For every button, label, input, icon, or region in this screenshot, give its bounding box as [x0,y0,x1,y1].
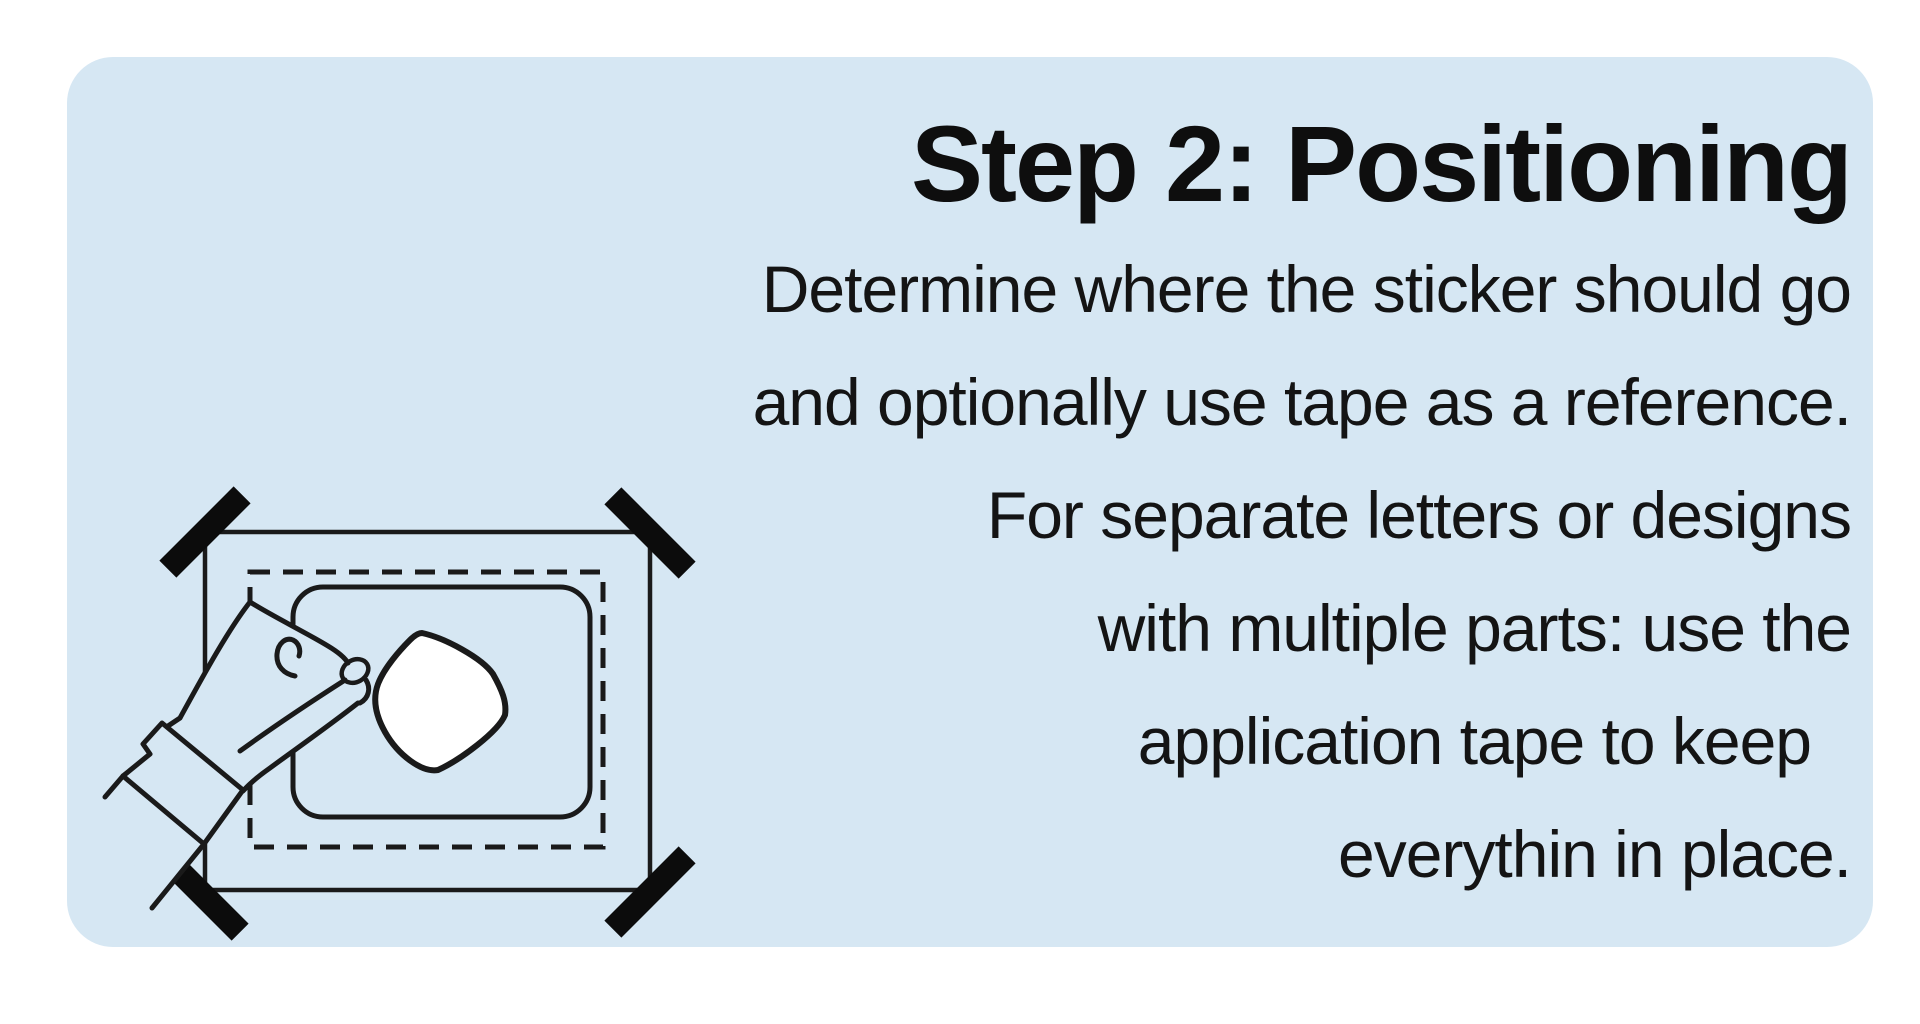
forearm-upper-line [102,773,126,800]
curled-finger-line [274,636,303,679]
thumbnail-ellipse [339,656,371,686]
hand-bottom-line [240,700,361,794]
tape-strip-top-left-icon [159,486,251,578]
tape-strip-top-right-icon [604,487,696,579]
thumb-tip-line [357,677,372,706]
body-line-5: application tape to keep [1137,704,1812,778]
body-line-4: with multiple parts: use the [1097,591,1852,665]
sticker-positioning-illustration [102,486,696,941]
hand-silhouette [162,602,370,792]
dashed-placement-guide [247,569,606,850]
thumb-upper-line [237,677,348,754]
hand-back-outline [159,599,253,733]
step-body-text: Determine where the sticker should go an… [752,233,1852,911]
hand-icon [102,599,372,911]
sticker-design-blob [372,630,509,774]
step-title: Step 2: Positioning [910,103,1853,224]
forearm-lower-line [149,841,207,911]
forearm-fill [106,776,204,908]
body-line-3: For separate letters or designs [986,478,1852,552]
body-line-6: everythin in place. [1338,817,1852,891]
index-finger-line [247,599,351,666]
tape-strip-bottom-right-icon [604,846,696,938]
step-card: Step 2: Positioning Determine where the … [67,57,1873,947]
body-line-2: and optionally use tape as a reference. [752,365,1852,439]
body-line-1: Determine where the sticker should go [761,252,1852,326]
